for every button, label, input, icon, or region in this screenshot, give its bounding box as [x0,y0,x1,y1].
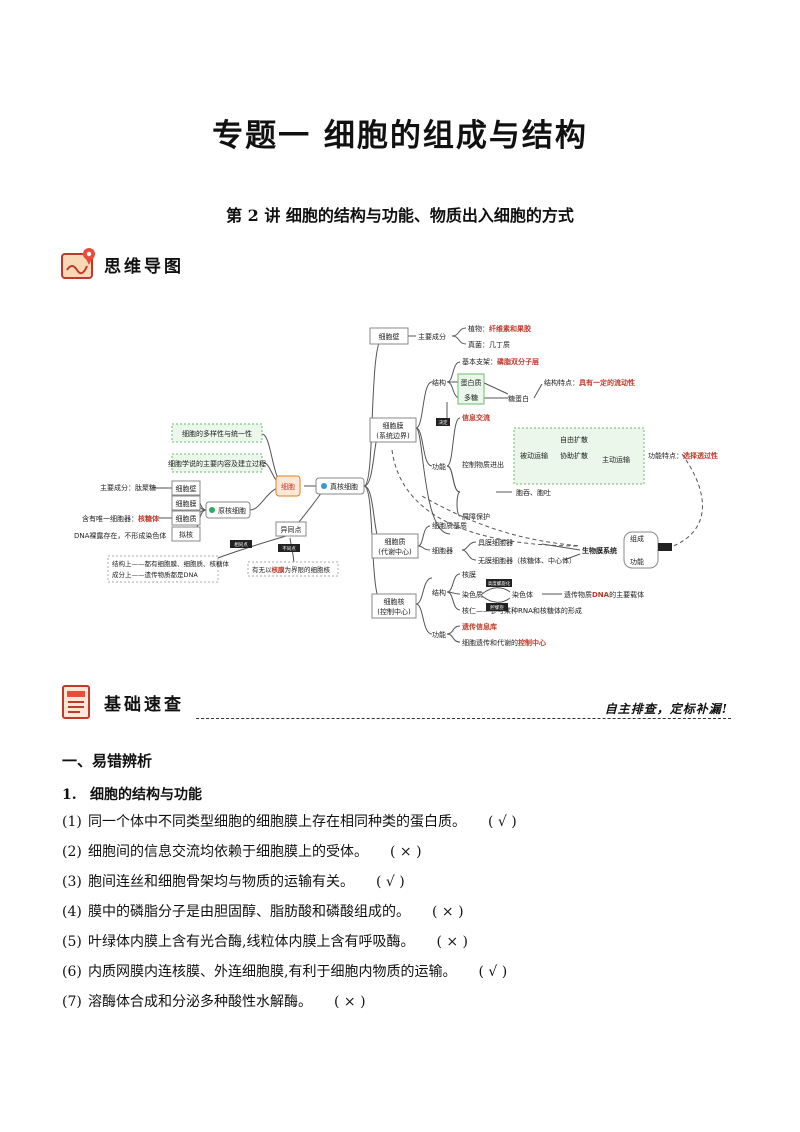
subheading-title: 细胞的结构与功能 [90,787,202,803]
mm-cytoplasm: 细胞质 [385,537,406,546]
mm-prokaryote: 原核细胞 [218,506,246,515]
mm-wall: 细胞壁 [379,332,400,341]
question-item: (4)膜中的磷脂分子是由胆固醇、脂肪酸和磷酸组成的。( × ) [62,904,464,920]
answer-mark: ( √ ) [376,874,405,890]
mm-membrane-sub: (系统边界) [376,431,410,440]
mm-organelle: 细胞器 [432,546,453,555]
mm-wall-comp: 主要成分 [418,332,446,341]
mm-unspiral: 解螺旋 [490,604,504,611]
mm-control: 细胞遗传和代谢的控制中心 [462,638,546,647]
mm-info-store: 遗传信息库 [461,622,497,631]
mm-cytoplasm-sub: (代谢中心) [378,547,412,556]
mindmap-section-header: 思维导图 [60,246,184,282]
mm-facilitated: 协助扩散 [560,451,588,460]
mm-ribosome: 核糖体 [138,514,160,523]
mm-protect: 屏障保护 [462,512,490,521]
question-item: (6)内质网膜内连核膜、外连细胞膜,有利于细胞内物质的运输。( √ ) [62,964,508,980]
mm-diff: 异同点 [281,526,302,534]
mm-func-feature: 功能特点：选择透过性 [648,451,718,460]
mm-function: 功能 [432,462,446,471]
mm-passive: 被动运输 [520,451,548,460]
mm-nucleolus: 核仁——参与某种RNA和核糖体的形成 [462,606,582,615]
question-item: (5)叶绿体内膜上含有光合酶,线粒体内膜上含有呼吸酶。( × ) [62,934,469,950]
question-list: (1)同一个体中不同类型细胞的细胞膜上存在相同种类的蛋白质。( √ ) (2)细… [62,812,517,1022]
mm-polysaccharide: 多糖 [464,393,478,402]
mm-structure: 结构 [432,378,446,387]
mm-pro-part-4: 拟核 [179,530,193,539]
mm-protein: 蛋白质 [461,378,482,387]
mm-fungi: 真菌：几丁质 [468,340,510,349]
mm-basic-frame: 基本支架：磷脂双分子层 [462,357,539,366]
mm-free-diffusion: 自由扩散 [560,435,588,444]
mm-dna-carrier: 遗传物质DNA的主要载体 [564,590,644,599]
mm-left-top: 细胞的多样性与统一性 [182,429,252,438]
mm-nuc-structure: 结构 [432,588,446,597]
mm-endo-exo: 胞吞、胞吐 [516,488,551,497]
map-icon [60,246,96,282]
mm-center: 细胞 [281,482,295,491]
page-subtitle: 第 2 讲 细胞的结构与功能、物质出入细胞的方式 [226,206,574,225]
mm-info-exchange: 信息交流 [462,413,490,422]
mm-active: 主动运输 [602,455,630,464]
mm-nucleus-sub: (控制中心) [377,607,411,616]
mm-diff-text: 有无以核膜为界限的细胞核 [252,565,331,574]
page-title: 专题一 细胞的组成与结构 [212,118,588,154]
mm-nuc-function: 功能 [432,630,446,639]
mm-diff-label: 不同点 [282,546,296,552]
mm-chromosome: 染色体 [512,590,533,599]
mm-same-text-2: 成分上——遗传物质都是DNA [112,570,198,579]
mm-spiral: 高度螺旋化 [488,580,511,587]
section1-subheading: 1. 细胞的结构与功能 [62,784,202,804]
mm-control-transport: 控制物质进出 [462,460,504,469]
mm-struct-feature: 结构特点：具有一定的流动性 [544,378,635,387]
checklist-icon [60,684,96,720]
mm-pro-note-2: 含有唯一细胞器： [82,514,138,523]
section1-heading: 一、易错辨析 [62,752,153,770]
mm-pro-part-1: 细胞壁 [176,484,197,493]
answer-mark: ( × ) [436,934,469,950]
mm-matrix: 细胞质基质 [432,521,467,530]
mm-pro-part-2: 细胞膜 [176,499,197,508]
answer-mark: ( × ) [334,994,366,1010]
mm-pro-part-3: 细胞质 [176,514,197,523]
answer-mark: ( × ) [432,904,464,920]
mm-nucleus: 细胞核 [384,597,405,606]
question-item: (2)细胞间的信息交流均依赖于细胞膜上的受体。( × ) [62,844,422,860]
mm-same-label: 相同点 [234,541,248,548]
answer-mark: ( √ ) [488,814,517,830]
mm-plant: 植物：纤维素和果胶 [468,324,531,333]
mm-nonmembrane-org: 无膜细胞器（核糖体、中心体） [478,556,576,565]
basics-slogan: 自主排查，定标补漏! [604,702,728,716]
mm-pro-note-1: 主要成分：肽聚糖 [100,483,156,492]
mm-glycoprotein: 糖蛋白 [508,394,529,403]
mm-composition: 组成 [630,534,644,543]
mm-pro-note-3: DNA裸露存在，不形成染色体 [74,531,166,540]
mind-map: 细胞的多样性与统一性 细胞学说的主要内容及建立过程 细胞 真核细胞 原核细胞 细… [72,306,762,656]
answer-mark: ( √ ) [478,964,508,980]
answer-mark: ( × ) [390,844,422,860]
mm-nuc-membrane: 核膜 [462,570,476,579]
mm-same-text-1: 结构上——都有细胞膜、细胞质、核糖体 [112,559,230,568]
mm-chromatin: 染色质 [462,590,483,599]
subheading-number: 1. [62,787,77,803]
mm-func: 功能 [630,557,644,566]
mm-decide: 决定 [439,419,448,426]
basics-section-header: 基础速查 [60,684,184,720]
mm-membrane-org: 具膜细胞器 [478,538,513,547]
mindmap-label: 思维导图 [104,256,184,277]
mm-membrane: 细胞膜 [383,421,404,430]
section-divider [196,718,731,719]
question-item: (7)溶酶体合成和分泌多种酸性水解酶。( × ) [62,994,366,1010]
mm-left-mid: 细胞学说的主要内容及建立过程 [168,459,266,468]
basics-label: 基础速查 [104,694,184,715]
question-item: (3)胞间连丝和细胞骨架均与物质的运输有关。( √ ) [62,874,405,890]
mm-eukaryote: 真核细胞 [330,482,358,491]
mm-biomembrane: 生物膜系统 [582,546,617,555]
question-item: (1)同一个体中不同类型细胞的细胞膜上存在相同种类的蛋白质。( √ ) [62,814,517,830]
